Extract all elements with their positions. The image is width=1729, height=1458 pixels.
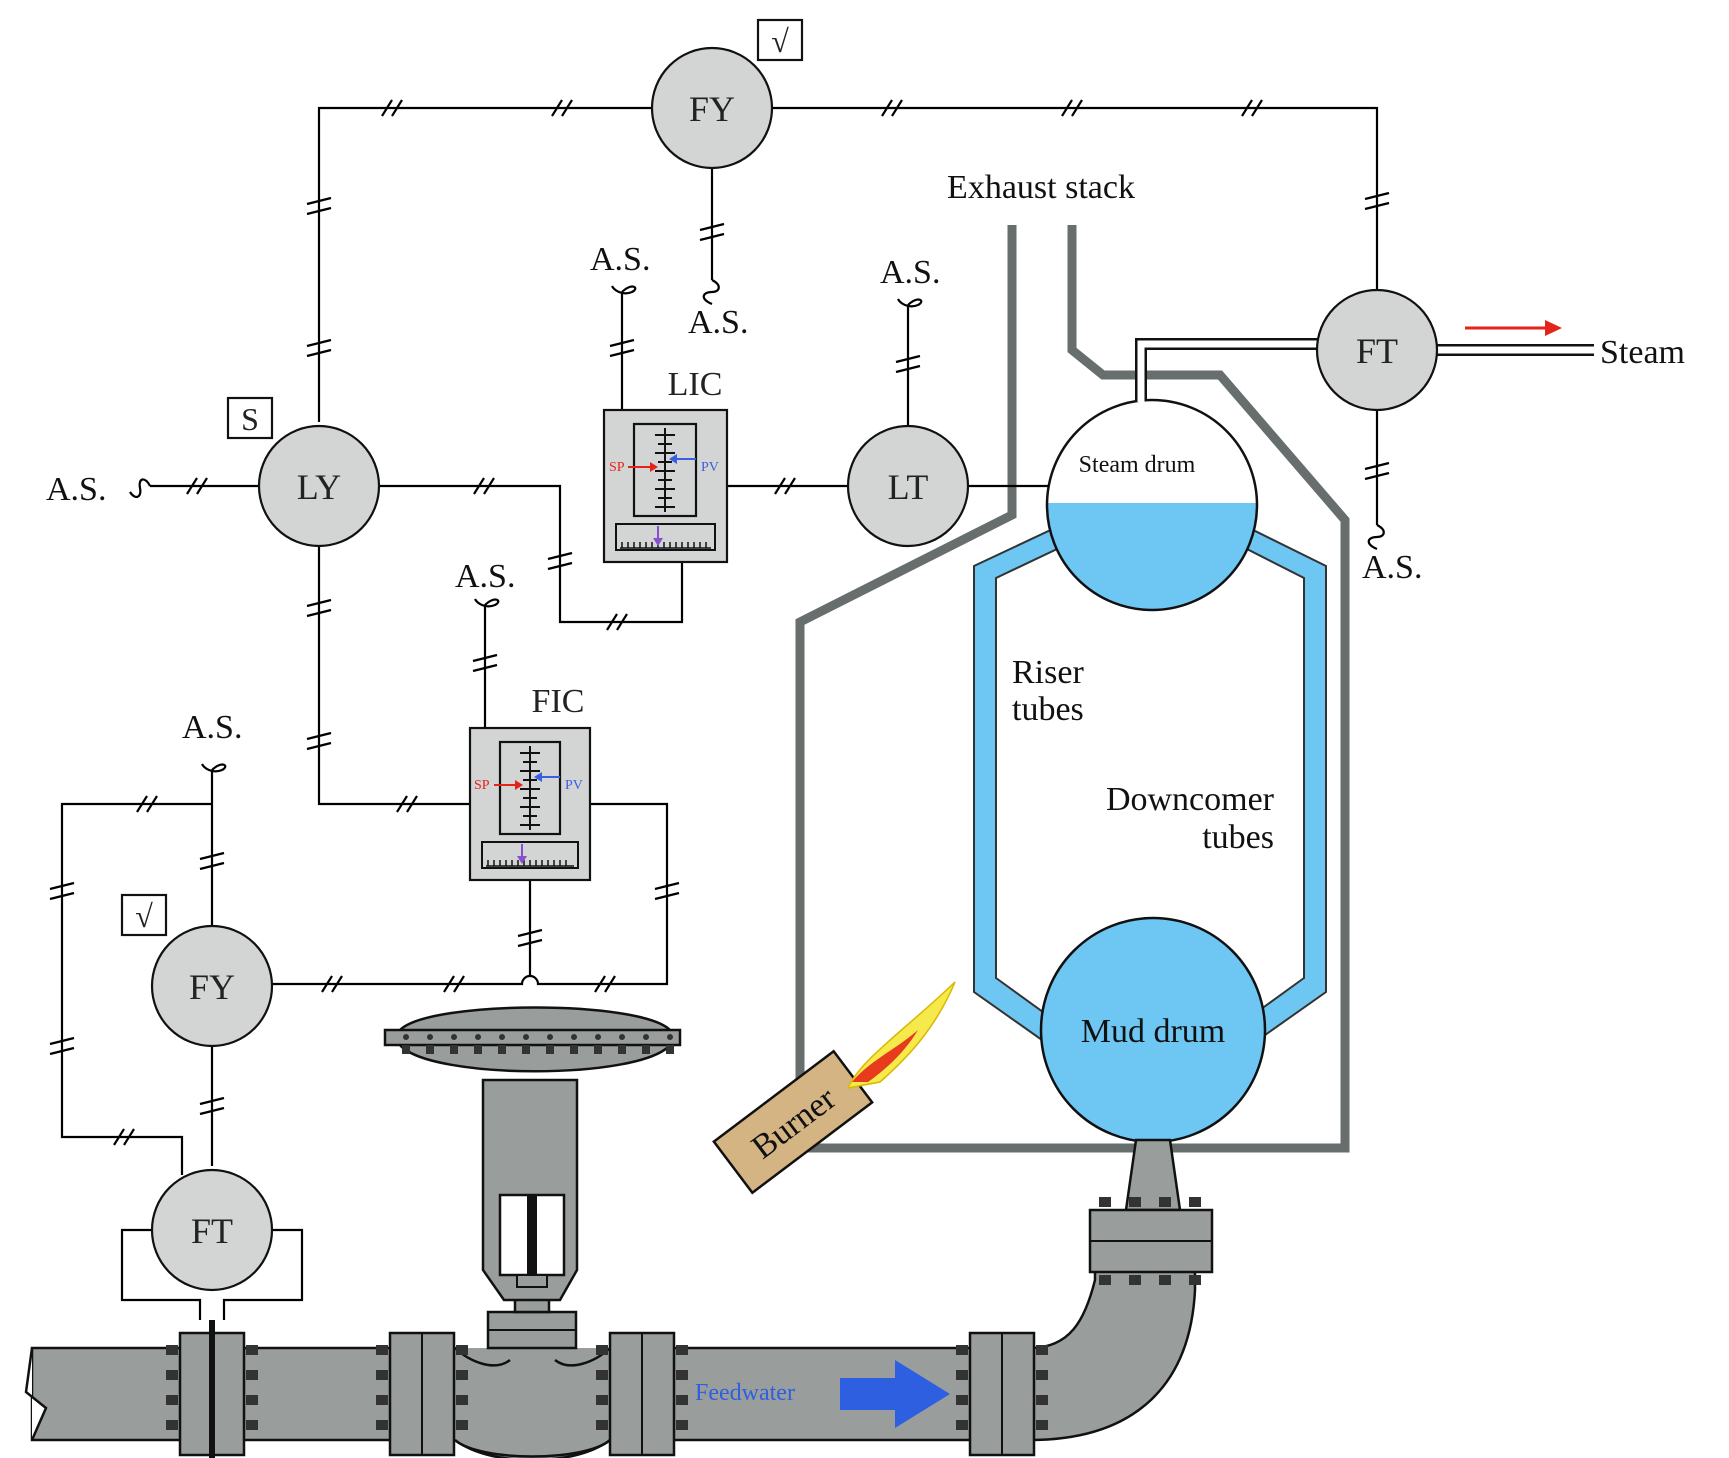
- pipe-flanges: [166, 1197, 1214, 1458]
- air-supply-label-lic: A.S.: [590, 241, 650, 278]
- fy-bottom-function: √: [135, 898, 153, 934]
- fy-top-tag: FY: [689, 89, 735, 129]
- feedwater-pipe: [24, 1138, 1197, 1458]
- fic-tag: FIC: [532, 683, 585, 720]
- control-valve: [383, 1006, 682, 1350]
- ft-steam-bubble: FT: [1315, 288, 1439, 412]
- burner: Burner: [712, 981, 956, 1195]
- signal-lines: [60, 106, 1379, 1320]
- air-supply-label-fy-bottom: A.S.: [182, 709, 242, 746]
- riser-label-line2: tubes: [1012, 691, 1084, 728]
- furnace: [795, 225, 1350, 1153]
- downcomer-label-line1: Downcomer: [1106, 781, 1275, 818]
- mud-drum-label: Mud drum: [1081, 1013, 1226, 1050]
- lt-bubble: LT: [846, 424, 970, 548]
- air-supply-label-fic: A.S.: [455, 558, 515, 595]
- mud-drum: Mud drum: [1039, 916, 1267, 1144]
- ft-steam-tag: FT: [1356, 331, 1398, 371]
- steam-label: Steam: [1600, 334, 1685, 371]
- feedwater-label: Feedwater: [695, 1380, 795, 1406]
- lt-tag: LT: [888, 467, 929, 507]
- steam-flow-arrow: [1465, 320, 1562, 336]
- steam-drum-label: Steam drum: [1079, 452, 1196, 478]
- feedwater-flow-arrow: [840, 1360, 950, 1428]
- fy-bottom-tag: FY: [189, 967, 235, 1007]
- air-supply-label-fy-top: A.S.: [688, 304, 748, 341]
- ly-function: S: [241, 401, 259, 437]
- fy-top-bubble: FY √: [650, 18, 804, 170]
- air-supply-label-ly: A.S.: [46, 471, 106, 508]
- air-supply-label-ft-steam: A.S.: [1362, 549, 1422, 586]
- fy-top-function: √: [771, 23, 789, 59]
- lic-pv-label: PV: [701, 460, 719, 475]
- fic-controller: FIC SP PV: [468, 683, 592, 882]
- riser-tubes: [974, 528, 1062, 1039]
- ft-feed-bubble: FT: [150, 1168, 274, 1292]
- steam-drum: Steam drum: [1045, 398, 1259, 612]
- fic-pv-label: PV: [565, 778, 583, 793]
- riser-label-line1: Riser: [1012, 654, 1084, 691]
- air-supply-squiggles: [129, 279, 1385, 773]
- lic-controller: LIC SP PV: [602, 366, 729, 564]
- ft-feed-tag: FT: [191, 1211, 233, 1251]
- lic-sp-label: SP: [609, 460, 625, 475]
- fic-sp-label: SP: [474, 778, 490, 793]
- lic-tag: LIC: [668, 366, 723, 403]
- ly-tag: LY: [297, 467, 341, 507]
- ly-bubble: LY S: [226, 396, 381, 548]
- air-supply-label-lt: A.S.: [880, 254, 940, 291]
- steam-line: [1135, 338, 1594, 402]
- downcomer-label-line2: tubes: [1202, 819, 1274, 856]
- exhaust-label: Exhaust stack: [947, 169, 1135, 206]
- downcomer-tubes: [1242, 528, 1326, 1039]
- fy-bottom-bubble: FY √: [120, 893, 274, 1048]
